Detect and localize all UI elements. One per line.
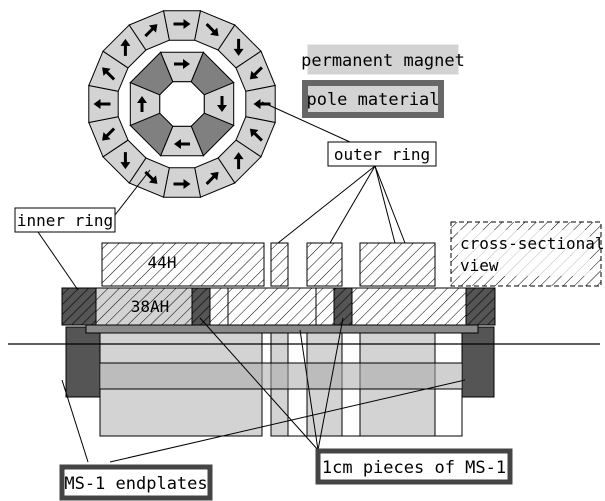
magnet-44h-label: 44H <box>148 253 177 272</box>
ms1-pieces-callout: 1cm pieces of MS-1 <box>315 448 513 485</box>
magnetization-arrows <box>93 19 271 189</box>
inner-ring-segments <box>129 51 235 157</box>
magnetization-arrow <box>174 59 190 69</box>
magnetization-arrow <box>249 66 263 80</box>
cross-sectional-view-label-line2: view <box>460 256 499 275</box>
magnetization-arrow <box>233 152 244 170</box>
magnetization-arrow <box>174 139 190 149</box>
magnetization-arrow <box>93 99 111 109</box>
magnetization-arrow <box>173 179 191 189</box>
magnetization-arrow <box>249 128 263 142</box>
shaft <box>85 324 479 334</box>
magnetization-arrow <box>102 127 116 141</box>
inner-ring-callout: inner ring <box>14 207 116 233</box>
magnetization-arrow <box>120 152 131 170</box>
leader-lines <box>37 101 466 463</box>
magnet-38ah-label: 38AH <box>131 297 170 316</box>
inner-ring-cross-section: 38AH <box>61 287 496 326</box>
halbach-ring-end-view <box>88 10 276 198</box>
legend-pole-material: pole material <box>302 80 444 118</box>
magnetization-arrow <box>120 38 131 56</box>
outer-ring-cross-section: 44H <box>101 242 436 287</box>
cross-section-lower-body <box>65 326 495 437</box>
outer-ring-label: outer ring <box>334 145 430 164</box>
cross-sectional-view-label-line1: cross-sectional <box>460 234 605 253</box>
ms1-endplates-callout: MS-1 endplates <box>59 464 213 501</box>
inner-ring-label: inner ring <box>17 211 113 230</box>
magnetization-arrow <box>205 23 219 37</box>
legend-permanent-magnet-label: permanent magnet <box>301 51 465 71</box>
magnetization-arrow <box>102 67 116 81</box>
magnetization-arrow <box>173 19 191 29</box>
legend-permanent-magnet: permanent magnet <box>301 41 465 78</box>
magnetization-arrow <box>144 24 158 38</box>
legend-pole-material-label: pole material <box>306 90 439 110</box>
magnetization-arrow <box>217 96 227 112</box>
magnetization-arrow <box>137 96 147 112</box>
magnetization-arrow <box>205 171 219 185</box>
cross-sectional-view-box: cross-sectional view <box>450 221 605 287</box>
outer-ring-callout: outer ring <box>327 141 437 167</box>
ms1-pieces-label: 1cm pieces of MS-1 <box>322 458 506 478</box>
ms1-endplates-label: MS-1 endplates <box>64 474 207 494</box>
magnetization-arrow <box>253 99 271 109</box>
magnetization-arrow <box>233 38 244 56</box>
